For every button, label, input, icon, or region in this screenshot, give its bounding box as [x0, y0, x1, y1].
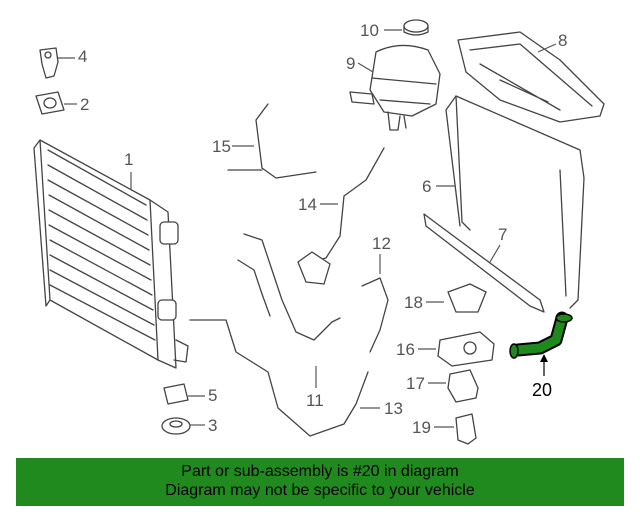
callout-8: 8	[558, 31, 567, 50]
banner-line-2: Diagram may not be specific to your vehi…	[165, 482, 475, 499]
callout-13: 13	[384, 399, 403, 418]
part-clip-19[interactable]	[455, 413, 477, 445]
part-bracket-5[interactable]	[163, 383, 189, 405]
leader-8	[537, 43, 557, 53]
part-hose-14[interactable]	[297, 147, 385, 285]
part-hose-11[interactable]	[237, 233, 341, 341]
parts-diagram: 1 2 4 5 3 10	[33, 19, 605, 445]
part-reservoir-cap[interactable]	[403, 19, 429, 36]
callout-20: 20	[532, 380, 552, 400]
callout-6: 6	[422, 177, 431, 196]
callout-1: 1	[124, 150, 133, 169]
callout-18: 18	[404, 293, 423, 312]
callout-19: 19	[412, 418, 431, 437]
info-banner: Part or sub-assembly is #20 in diagram D…	[16, 458, 624, 506]
callout-17: 17	[406, 374, 425, 393]
callout-2: 2	[80, 95, 89, 114]
callout-3: 3	[208, 416, 217, 435]
callout-14: 14	[298, 195, 317, 214]
part-hose-20-highlighted[interactable]	[509, 311, 573, 359]
part-bracket-18[interactable]	[447, 283, 487, 313]
leader-20-arrow	[540, 354, 548, 362]
part-hose-12[interactable]	[361, 277, 389, 353]
part-radiator[interactable]	[33, 139, 189, 369]
part-bushing[interactable]	[35, 91, 65, 115]
callout-12: 12	[372, 234, 391, 253]
leader-9	[357, 62, 374, 73]
callout-16: 16	[396, 340, 415, 359]
callout-15: 15	[212, 137, 231, 156]
part-upper-cover[interactable]	[457, 31, 605, 123]
leader-7	[489, 244, 501, 263]
callout-7: 7	[498, 225, 507, 244]
part-seal[interactable]	[161, 417, 191, 435]
part-pipe-13[interactable]	[189, 319, 369, 437]
part-radiator-frame[interactable]	[445, 95, 585, 309]
part-pipe-15[interactable]	[227, 103, 317, 179]
part-water-pump[interactable]	[437, 331, 495, 367]
callout-4: 4	[78, 47, 87, 66]
callout-11: 11	[306, 391, 324, 410]
callout-9: 9	[346, 54, 355, 73]
callout-5: 5	[208, 386, 217, 405]
part-housing-17[interactable]	[447, 369, 479, 403]
part-mount[interactable]	[39, 47, 59, 79]
callout-10: 10	[360, 21, 379, 40]
part-expansion-tank[interactable]	[349, 44, 441, 131]
banner-line-1: Part or sub-assembly is #20 in diagram	[181, 463, 459, 480]
part-seal-strip[interactable]	[423, 213, 545, 313]
